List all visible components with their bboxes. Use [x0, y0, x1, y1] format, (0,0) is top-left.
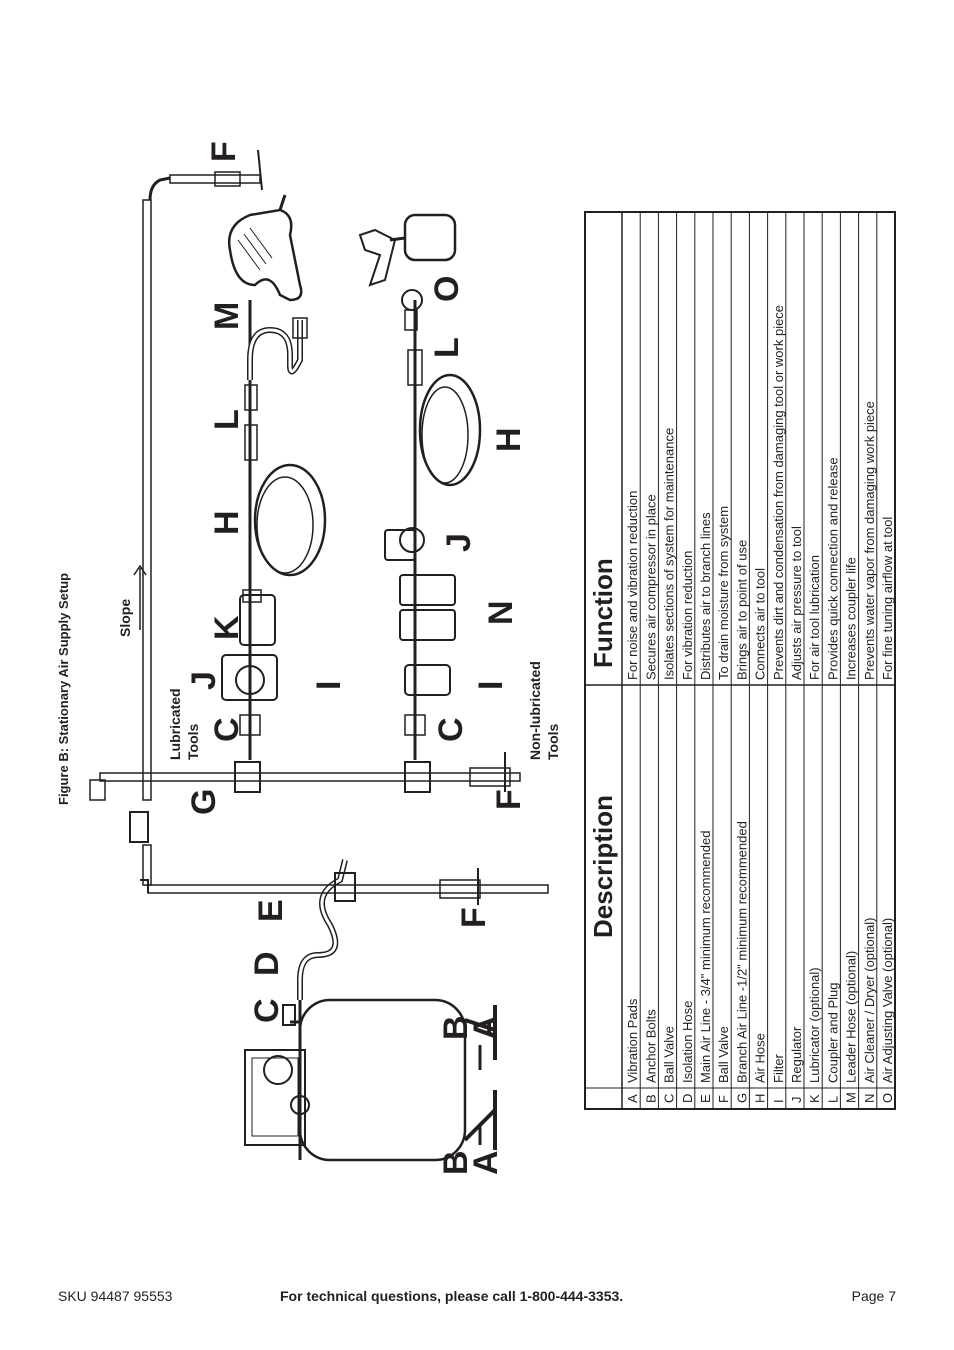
- table-cell-function: For noise and vibration reduction: [625, 491, 640, 680]
- label-C-compressor: C: [248, 998, 286, 1023]
- table-cell-key: G: [734, 1093, 749, 1103]
- table-cell-function: Prevents dirt and condensation from dama…: [771, 305, 786, 680]
- slope-label: Slope: [117, 599, 133, 637]
- label-K: K: [208, 615, 246, 640]
- table-header-description: Description: [588, 795, 618, 938]
- table-cell-function: Provides quick connection and release: [825, 457, 840, 680]
- table-cell-description: Filter: [771, 1053, 786, 1083]
- table-cell-description: Ball Valve: [716, 1026, 731, 1083]
- nonlubricated-label-line2: Tools: [545, 723, 561, 760]
- table-cell-key: B: [643, 1094, 658, 1103]
- table-cell-key: N: [862, 1094, 877, 1103]
- table-cell-description: Vibration Pads: [625, 998, 640, 1083]
- table-cell-function: For vibration reduction: [680, 551, 695, 680]
- label-C-lower: C: [432, 717, 470, 742]
- label-B-left: B: [437, 1150, 475, 1175]
- slope-arrow: [133, 564, 147, 630]
- table-cell-description: Ball Valve: [662, 1026, 677, 1083]
- label-G: G: [185, 789, 223, 815]
- label-O: O: [428, 276, 466, 302]
- table-cell-description: Air Hose: [753, 1033, 768, 1083]
- label-I-upper: I: [310, 681, 348, 690]
- table-cell-description: Branch Air Line -1/2" minimum recommende…: [734, 821, 749, 1083]
- main-air-line-lower: [140, 868, 549, 905]
- label-C-upper: C: [208, 717, 246, 742]
- table-cell-function: Isolates sections of system for maintena…: [662, 428, 677, 680]
- component-table: Description Function A Vibration Pads For …: [584, 211, 896, 1110]
- label-F-top: F: [205, 141, 243, 162]
- label-N: N: [482, 600, 520, 625]
- table-cell-key: E: [698, 1094, 713, 1103]
- table-cell-key: I: [771, 1099, 786, 1103]
- table-rows: A Vibration Pads For noise and vibration r…: [625, 305, 895, 1103]
- table-header-function: Function: [588, 558, 618, 668]
- label-H-lower: H: [490, 427, 528, 452]
- table-cell-description: Isolation Hose: [680, 1001, 695, 1083]
- table-cell-key: D: [680, 1094, 695, 1103]
- lubricated-branch: [221, 300, 327, 760]
- footer-tech-support: For technical questions, please call 1-8…: [280, 1288, 624, 1304]
- table-cell-function: Connects air to tool: [753, 568, 768, 680]
- table-cell-description: Main Air Line - 3/4" minimum recommended: [698, 831, 713, 1083]
- table-cell-function: Prevents water vapor from damaging work …: [862, 401, 877, 680]
- label-H-upper: H: [208, 510, 246, 535]
- table-cell-function: To drain moisture from system: [716, 506, 731, 680]
- table-cell-key: C: [662, 1094, 677, 1103]
- label-A-right: A: [467, 1015, 505, 1040]
- table-cell-function: Adjusts air pressure to tool: [789, 526, 804, 680]
- label-L-upper: L: [208, 409, 246, 430]
- table-cell-key: L: [825, 1096, 840, 1103]
- page-footer: SKU 94487 95553 For technical questions,…: [58, 1288, 896, 1308]
- table-cell-function: For air tool lubrication: [807, 555, 822, 680]
- table-grid: [585, 212, 895, 1109]
- compressor-illustration: [244, 998, 497, 1162]
- label-F-branch: F: [490, 789, 528, 810]
- table-cell-key: O: [880, 1093, 895, 1103]
- footer-sku: SKU 94487 95553: [58, 1288, 173, 1304]
- label-L-lower: L: [428, 337, 466, 358]
- label-A-left: A: [467, 1150, 505, 1175]
- table-cell-description: Lubricator (optional): [807, 967, 822, 1083]
- table-cell-description: Regulator: [789, 1026, 804, 1083]
- table-cell-key: M: [844, 1092, 859, 1103]
- spray-gun-illustration: [358, 213, 457, 287]
- table-cell-function: Brings air to point of use: [734, 540, 749, 680]
- table-cell-description: Air Adjusting Valve (optional): [880, 918, 895, 1083]
- table-cell-key: J: [789, 1097, 804, 1104]
- table-cell-description: Air Cleaner / Dryer (optional): [862, 918, 877, 1083]
- label-D: D: [248, 951, 286, 976]
- table-cell-description: Anchor Bolts: [643, 1009, 658, 1083]
- lubricated-label-line2: Tools: [185, 723, 201, 760]
- table-cell-key: F: [716, 1095, 731, 1103]
- footer-page-number: Page 7: [851, 1288, 896, 1304]
- table-cell-key: H: [753, 1094, 768, 1103]
- nonlubricated-label-line1: Non-lubricated: [527, 661, 543, 760]
- table-cell-key: K: [807, 1094, 822, 1103]
- lubricated-label-line1: Lubricated: [167, 688, 183, 760]
- table-cell-function: For fine tuning airflow at tool: [880, 517, 895, 680]
- branch-air-line: [99, 752, 521, 793]
- table-cell-key: A: [625, 1094, 640, 1103]
- impact-wrench-illustration: [227, 194, 303, 302]
- label-J-upper: J: [185, 671, 223, 690]
- table-cell-description: Leader Hose (optional): [844, 951, 859, 1083]
- table-cell-function: Increases coupler life: [844, 557, 859, 680]
- table-cell-function: Distributes air to branch lines: [698, 512, 713, 680]
- label-M: M: [208, 302, 246, 330]
- nonlubricated-branch: [384, 289, 482, 760]
- table-cell-function: Secures air compressor in place: [643, 494, 658, 680]
- label-F-lower: F: [455, 907, 493, 928]
- main-air-line-riser: [89, 149, 263, 886]
- figure-title: Figure B: Stationary Air Supply Setup: [56, 573, 71, 805]
- isolation-hose: [282, 859, 348, 1026]
- label-I-lower: I: [472, 681, 510, 690]
- label-E: E: [252, 899, 290, 922]
- table-cell-description: Coupler and Plug: [825, 983, 840, 1083]
- label-B-right: B: [437, 1015, 475, 1040]
- label-J-lower: J: [440, 533, 478, 552]
